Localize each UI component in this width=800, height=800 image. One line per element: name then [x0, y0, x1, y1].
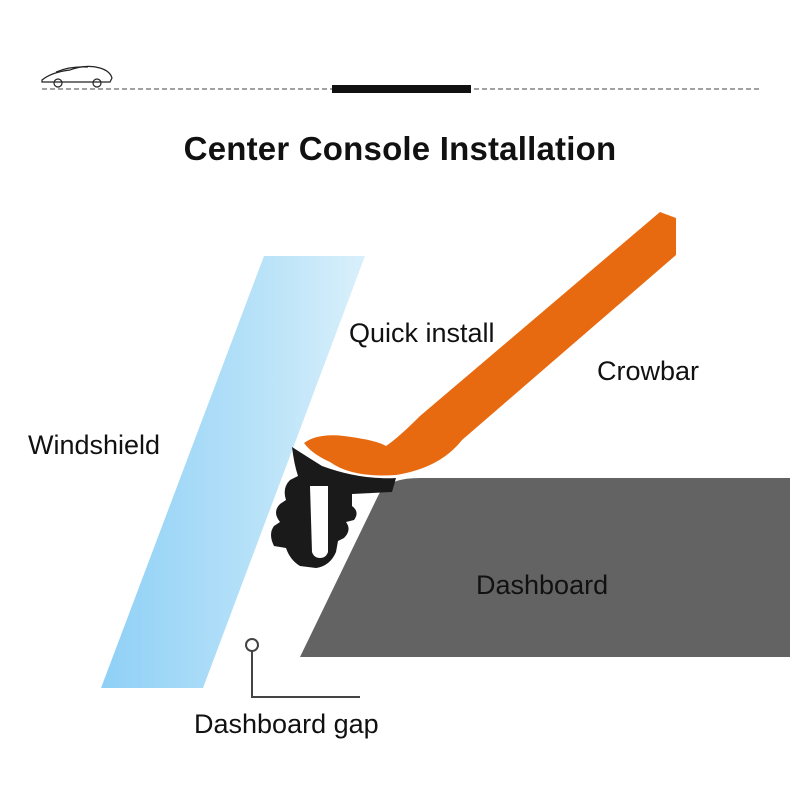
windshield	[101, 256, 365, 688]
page-title: Center Console Installation	[183, 130, 617, 167]
crowbar	[304, 212, 676, 476]
crowbar-label: Crowbar	[597, 356, 700, 386]
dashboard-gap-label: Dashboard gap	[194, 709, 379, 739]
header-divider	[42, 85, 760, 93]
seal-channel	[310, 486, 328, 558]
windshield-label: Windshield	[28, 430, 161, 460]
dashboard-label: Dashboard	[476, 570, 609, 600]
gap-pointer	[245, 638, 360, 698]
dashboard	[300, 478, 790, 657]
quick-install-label: Quick install	[349, 318, 495, 348]
car-icon	[41, 65, 113, 88]
rubber-seal-strip	[271, 447, 396, 568]
